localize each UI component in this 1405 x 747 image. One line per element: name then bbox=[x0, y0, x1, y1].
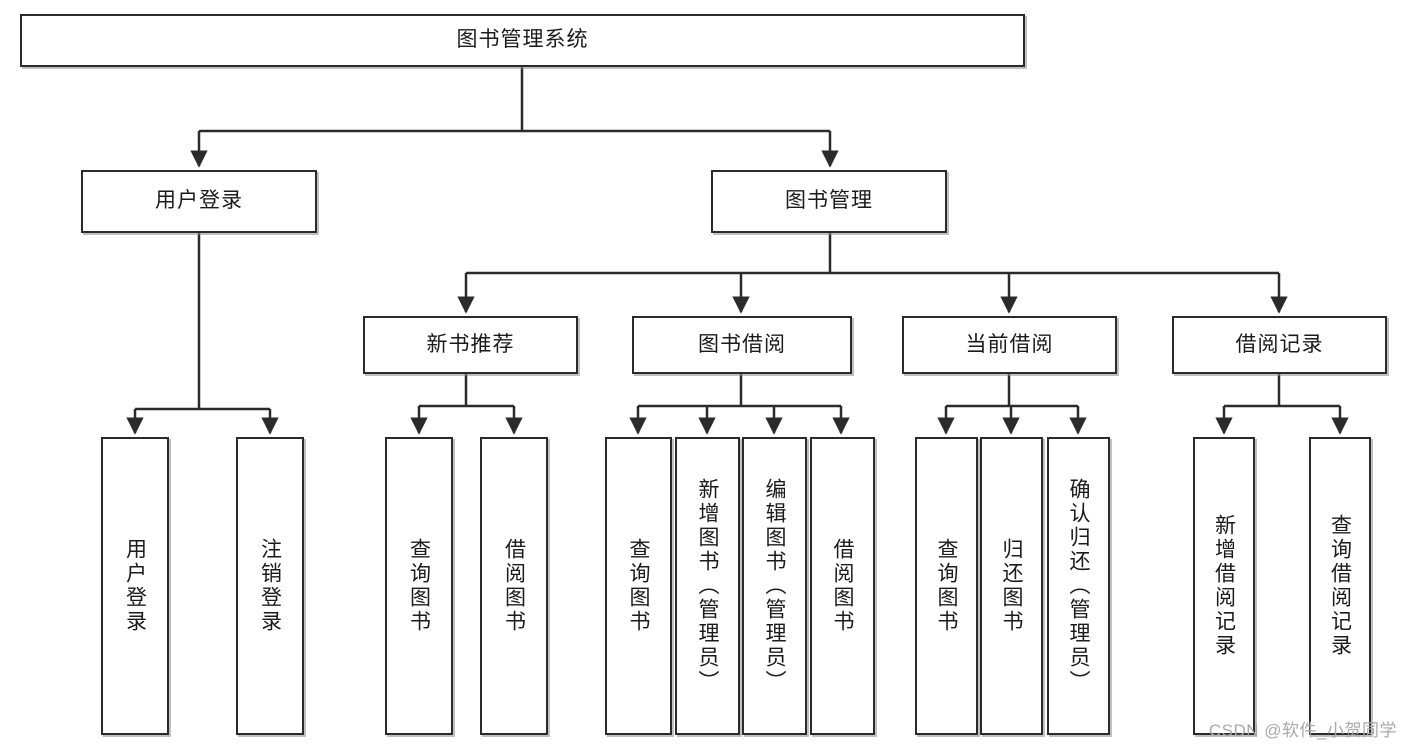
node-leaf-edit-book-admin[interactable]: 编辑图书（管理员） bbox=[742, 437, 807, 735]
node-leaf-edit-book-admin-label: 编辑图书（管理员） bbox=[763, 478, 787, 694]
watermark: CSDN @软件_小贺同学 bbox=[1208, 721, 1397, 740]
node-leaf-return-book-label: 归还图书 bbox=[1000, 538, 1024, 634]
node-book-management[interactable]: 图书管理 bbox=[711, 170, 947, 233]
node-leaf-borrow-book-label: 借阅图书 bbox=[831, 538, 855, 634]
node-leaf-user-login[interactable]: 用户登录 bbox=[101, 437, 169, 735]
node-leaf-add-borrow-record[interactable]: 新增借阅记录 bbox=[1193, 437, 1255, 735]
node-leaf-user-login-label: 用户登录 bbox=[123, 538, 147, 634]
node-book-borrow[interactable]: 图书借阅 bbox=[632, 316, 852, 374]
node-leaf-query-book-newbook-label: 查询图书 bbox=[407, 538, 431, 634]
node-leaf-query-book-newbook[interactable]: 查询图书 bbox=[385, 437, 453, 735]
node-leaf-borrow-book-newbook-label: 借阅图书 bbox=[502, 538, 526, 634]
node-leaf-add-book-admin-label: 新增图书（管理员） bbox=[696, 478, 720, 694]
node-book-borrow-label: 图书借阅 bbox=[698, 332, 786, 356]
node-borrow-record-label: 借阅记录 bbox=[1235, 332, 1324, 356]
node-current-borrow[interactable]: 当前借阅 bbox=[902, 316, 1117, 374]
node-leaf-query-book-current-label: 查询图书 bbox=[935, 538, 959, 634]
node-leaf-query-book-current[interactable]: 查询图书 bbox=[915, 437, 978, 735]
node-leaf-confirm-return-admin[interactable]: 确认归还（管理员） bbox=[1047, 437, 1110, 735]
node-new-book-recommend[interactable]: 新书推荐 bbox=[363, 316, 578, 374]
node-leaf-logout[interactable]: 注销登录 bbox=[236, 437, 304, 735]
node-current-borrow-label: 当前借阅 bbox=[965, 332, 1054, 356]
node-root[interactable]: 图书管理系统 bbox=[20, 14, 1025, 67]
node-leaf-query-borrow-record-label: 查询借阅记录 bbox=[1328, 514, 1352, 658]
node-book-management-label: 图书管理 bbox=[785, 189, 873, 213]
node-leaf-query-book-borrow[interactable]: 查询图书 bbox=[605, 437, 672, 735]
node-root-label: 图书管理系统 bbox=[456, 28, 589, 52]
node-user-login-label: 用户登录 bbox=[155, 189, 243, 213]
node-leaf-add-book-admin[interactable]: 新增图书（管理员） bbox=[675, 437, 740, 735]
node-leaf-logout-label: 注销登录 bbox=[258, 538, 282, 634]
node-leaf-query-book-borrow-label: 查询图书 bbox=[627, 538, 651, 634]
node-leaf-borrow-book-newbook[interactable]: 借阅图书 bbox=[480, 437, 548, 735]
node-leaf-borrow-book[interactable]: 借阅图书 bbox=[810, 437, 875, 735]
node-borrow-record[interactable]: 借阅记录 bbox=[1172, 316, 1387, 374]
node-leaf-return-book[interactable]: 归还图书 bbox=[980, 437, 1043, 735]
node-leaf-add-borrow-record-label: 新增借阅记录 bbox=[1212, 514, 1236, 658]
node-leaf-confirm-return-admin-label: 确认归还（管理员） bbox=[1067, 478, 1091, 694]
node-user-login[interactable]: 用户登录 bbox=[81, 170, 317, 233]
node-new-book-recommend-label: 新书推荐 bbox=[426, 332, 515, 356]
node-leaf-query-borrow-record[interactable]: 查询借阅记录 bbox=[1309, 437, 1371, 735]
